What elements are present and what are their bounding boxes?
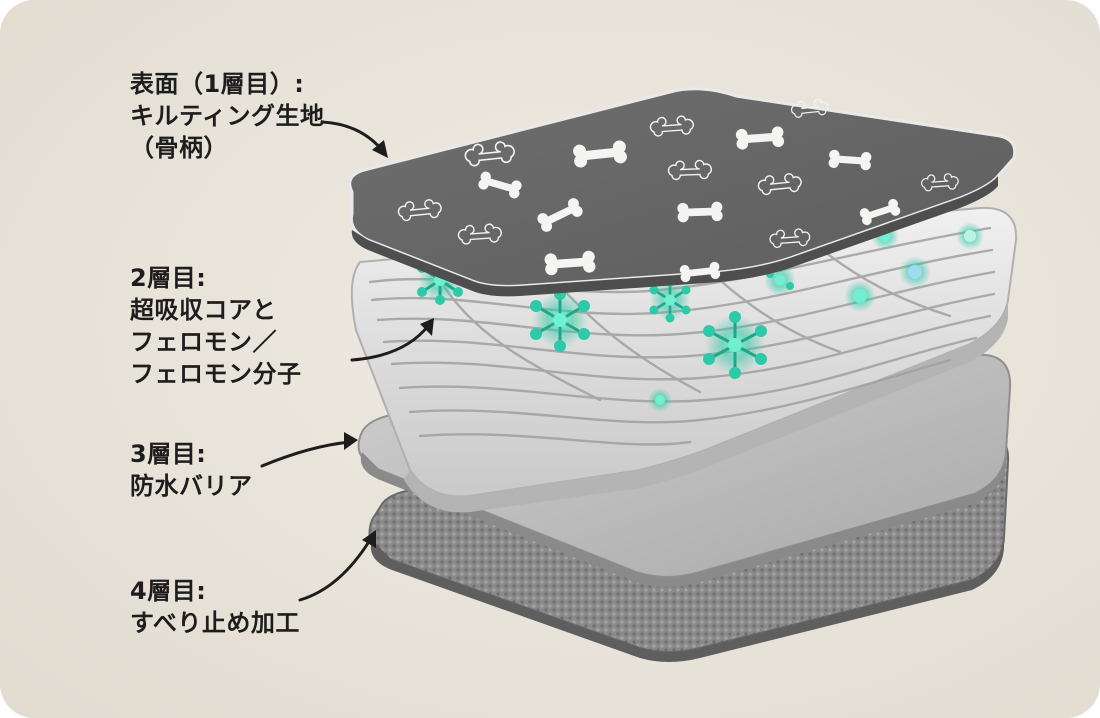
layer3-arrow bbox=[260, 440, 352, 468]
layer4-desc-line1: すべり止め加工 bbox=[130, 609, 300, 637]
layer2-title: 2層目: bbox=[130, 264, 207, 292]
layer1-title: 表面（1層目）: bbox=[130, 70, 305, 98]
layer3-title: 3層目: bbox=[130, 440, 207, 468]
layer2-desc-line3: フェロモン分子 bbox=[130, 360, 302, 388]
layer4-title: 4層目: bbox=[130, 577, 207, 605]
layer2-label: 2層目: 超吸収コアと フェロモン／ フェロモン分子 bbox=[130, 262, 302, 390]
layer1-label: 表面（1層目）: キルティング生地 （骨柄） bbox=[130, 68, 325, 164]
top-fabric-layer bbox=[348, 87, 1017, 297]
arrow-heads bbox=[344, 140, 434, 548]
layer3-desc-line1: 防水バリア bbox=[130, 472, 253, 500]
layer2-desc-line2: フェロモン／ bbox=[130, 328, 277, 356]
layer1-desc-line2: （骨柄） bbox=[130, 134, 228, 162]
layer2-desc-line1: 超吸収コアと bbox=[130, 296, 277, 324]
layer1-desc-line1: キルティング生地 bbox=[130, 102, 325, 130]
layer4-arrow bbox=[298, 538, 372, 602]
layer2-arrow bbox=[350, 324, 430, 362]
layer1-arrow bbox=[320, 120, 384, 152]
layer3-label: 3層目: 防水バリア bbox=[130, 438, 253, 502]
pointer-arrows bbox=[260, 120, 430, 602]
layer4-label: 4層目: すべり止め加工 bbox=[130, 575, 300, 639]
